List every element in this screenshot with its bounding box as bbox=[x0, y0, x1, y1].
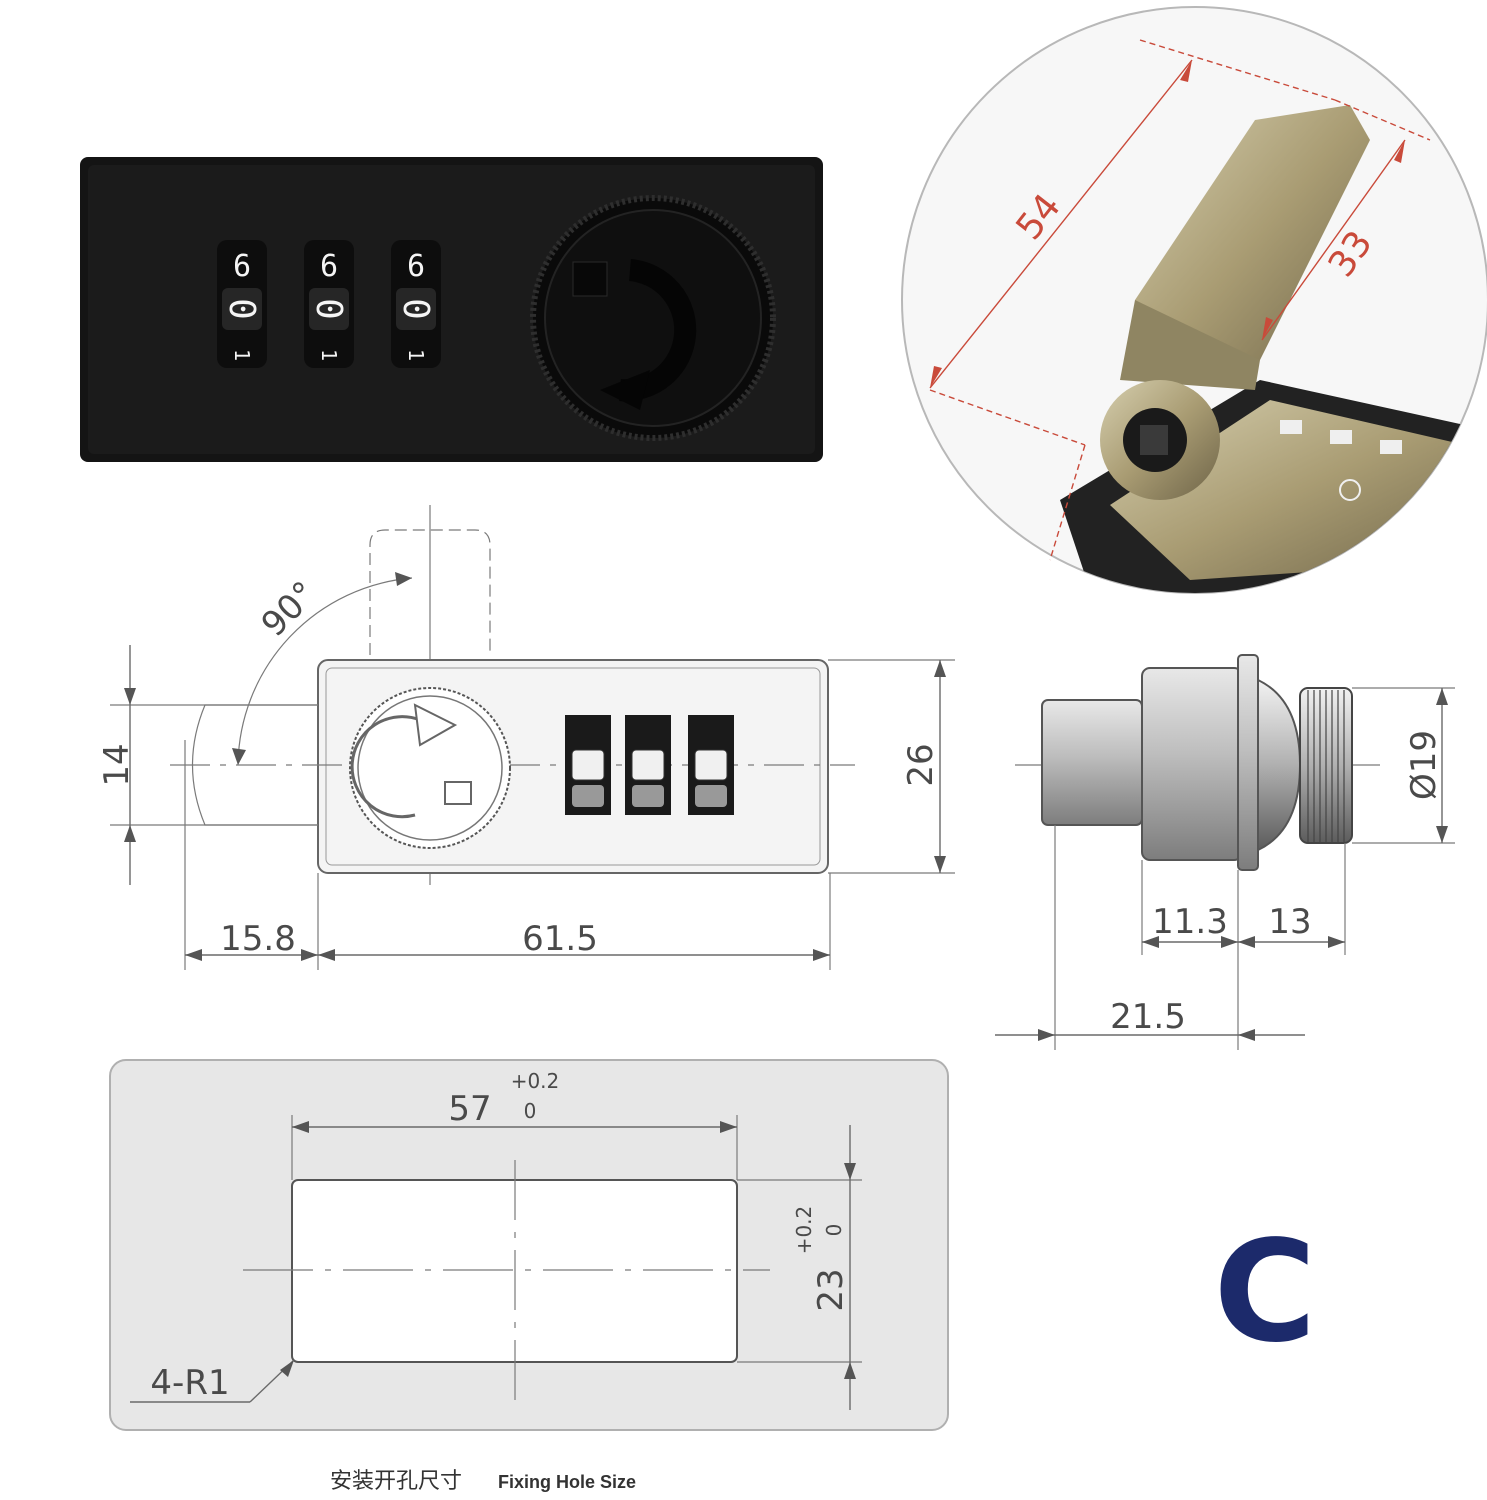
front-view-drawing: 90° bbox=[97, 505, 955, 970]
combination-wheel-2: 9 0 1 bbox=[304, 240, 354, 368]
wheel-1-top-digit: 9 bbox=[233, 246, 251, 281]
dim-diameter-19-label: Ø19 bbox=[1404, 730, 1444, 800]
cutout-width-tol-upper: +0.2 bbox=[511, 1069, 560, 1093]
cutout-height-label: 23 bbox=[811, 1268, 851, 1311]
fixing-hole-caption-cn: 安装开孔尺寸 bbox=[330, 1469, 462, 1494]
cutout-width-tol-lower: 0 bbox=[524, 1099, 537, 1123]
wheel-1-middle-digit: 0 bbox=[221, 298, 262, 320]
combination-wheel-3: 9 0 1 bbox=[391, 240, 441, 368]
side-view-drawing: Ø19 11.3 13 21.5 bbox=[995, 654, 1455, 1050]
combination-wheel-1: 9 0 1 bbox=[217, 240, 267, 368]
variant-letter: C bbox=[1214, 1211, 1317, 1374]
wheel-3-middle-digit: 0 bbox=[395, 298, 436, 320]
dim-height-26-label: 26 bbox=[901, 743, 941, 786]
dim-width-61-5-label: 61.5 bbox=[522, 919, 598, 959]
cutout-width-label: 57 bbox=[448, 1089, 491, 1129]
rotation-angle-label: 90° bbox=[254, 574, 325, 645]
cutout-height-tol-lower: 0 bbox=[822, 1224, 846, 1237]
wheel-3-bottom-digit: 1 bbox=[404, 349, 428, 361]
dim-11-3-label: 11.3 bbox=[1152, 902, 1228, 942]
fixing-hole-caption-en: Fixing Hole Size bbox=[498, 1472, 636, 1492]
rotary-knob bbox=[530, 195, 776, 441]
dim-13-label: 13 bbox=[1268, 902, 1311, 942]
dim-width-15-8-label: 15.8 bbox=[220, 919, 296, 959]
drawing-wheel-2 bbox=[625, 715, 671, 815]
wheel-2-middle-digit: 0 bbox=[308, 298, 349, 320]
wheel-1-bottom-digit: 1 bbox=[230, 349, 254, 361]
dim-height-14-label: 14 bbox=[97, 743, 137, 786]
cutout-height-tol-upper: +0.2 bbox=[792, 1206, 816, 1255]
corner-radius-label: 4-R1 bbox=[150, 1363, 229, 1403]
dim-21-5-label: 21.5 bbox=[1110, 997, 1186, 1037]
drawing-wheel-1 bbox=[565, 715, 611, 815]
wheel-2-top-digit: 9 bbox=[320, 246, 338, 281]
drawing-wheel-3 bbox=[688, 715, 734, 815]
wheel-2-bottom-digit: 1 bbox=[317, 349, 341, 361]
wheel-3-top-digit: 9 bbox=[407, 246, 425, 281]
cutout-drawing: 57 +0.2 0 23 +0.2 0 4-R1 安装开孔尺寸 Fixing H… bbox=[109, 1059, 949, 1494]
lock-photo: 9 0 1 9 0 1 9 0 1 bbox=[80, 157, 823, 462]
cam-photo: 54 33 bbox=[901, 6, 1487, 594]
